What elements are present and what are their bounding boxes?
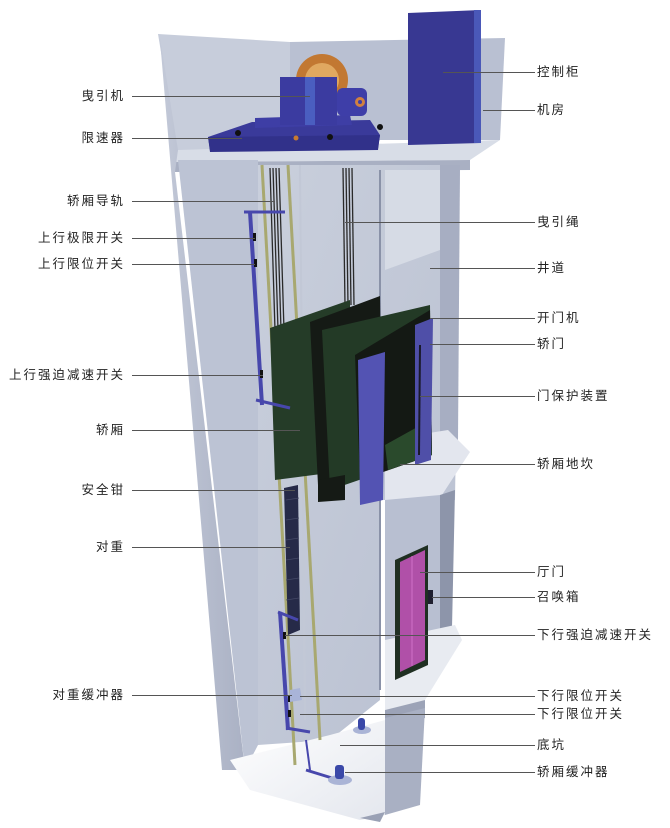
leader-line (132, 138, 242, 139)
label-upper-limit-switch: 上行限位开关 (37, 256, 125, 271)
label-door-protection-device: 门保护装置 (537, 388, 610, 403)
leader-line (132, 264, 255, 265)
leader-line (132, 430, 300, 431)
leader-line (345, 222, 535, 223)
label-lower-limit-switch-2: 下行限位开关 (537, 706, 625, 721)
label-call-box: 召唤箱 (537, 589, 581, 604)
counterweight-buffer (290, 688, 302, 702)
leader-line (132, 201, 275, 202)
leader-line (340, 745, 535, 746)
leader-line (400, 464, 535, 465)
leader-line (430, 344, 535, 345)
label-lower-forced-slowdown-switch: 下行强迫减速开关 (537, 627, 654, 642)
leader-line (132, 238, 255, 239)
shaft-right-wall (440, 165, 460, 440)
leader-line (420, 396, 535, 397)
call-box (428, 590, 433, 604)
leader-line (430, 318, 535, 319)
label-safety-gear: 安全钳 (81, 482, 125, 497)
leader-line (300, 696, 535, 697)
leader-line (132, 375, 263, 376)
counterweight (284, 485, 300, 635)
label-lower-limit-switch-1: 下行限位开关 (537, 688, 625, 703)
car-buffer (328, 765, 352, 785)
label-car-door: 轿门 (537, 336, 567, 351)
leader-line (443, 72, 535, 73)
car-safety-gear (318, 475, 345, 502)
label-traction-rope: 曳引绳 (537, 214, 581, 229)
leader-line (483, 110, 535, 111)
label-car-guide-rail: 轿厢导轨 (66, 193, 125, 208)
control-cabinet (408, 10, 481, 145)
label-hoistway: 井道 (537, 260, 567, 275)
label-car-buffer: 轿厢缓冲器 (537, 764, 610, 779)
leader-line (132, 695, 292, 696)
car-door-left (358, 352, 385, 505)
leader-line (132, 547, 290, 548)
leader-line (420, 572, 535, 573)
leader-line (432, 597, 535, 598)
label-overspeed-governor: 限速器 (81, 130, 125, 145)
door-protection-device (418, 344, 421, 456)
leader-line (285, 635, 535, 636)
traction-ropes (269, 167, 355, 331)
leader-line (300, 714, 535, 715)
label-door-operator: 开门机 (537, 310, 581, 325)
label-hall-door: 厅门 (537, 564, 567, 579)
label-control-cabinet: 控制柜 (537, 64, 581, 79)
lower-switch-bracket (277, 610, 333, 780)
label-traction-machine: 曳引机 (81, 88, 125, 103)
leader-line (345, 772, 535, 773)
label-machine-room: 机房 (537, 102, 567, 117)
label-counterweight: 对重 (95, 539, 125, 554)
label-counterweight-buffer: 对重缓冲器 (52, 687, 125, 702)
car-door-right (415, 318, 433, 465)
leader-line (132, 96, 310, 97)
label-car: 轿厢 (95, 422, 125, 437)
label-upper-forced-slowdown-switch: 上行强迫减速开关 (8, 367, 125, 382)
label-car-sill: 轿厢地坎 (537, 456, 596, 471)
leader-line (132, 490, 295, 491)
machine-room-floor (175, 140, 500, 162)
label-upper-final-limit-switch: 上行极限开关 (37, 230, 125, 245)
leader-line (430, 268, 535, 269)
label-pit: 底坑 (537, 737, 567, 752)
shaft-left-wall (160, 38, 245, 770)
